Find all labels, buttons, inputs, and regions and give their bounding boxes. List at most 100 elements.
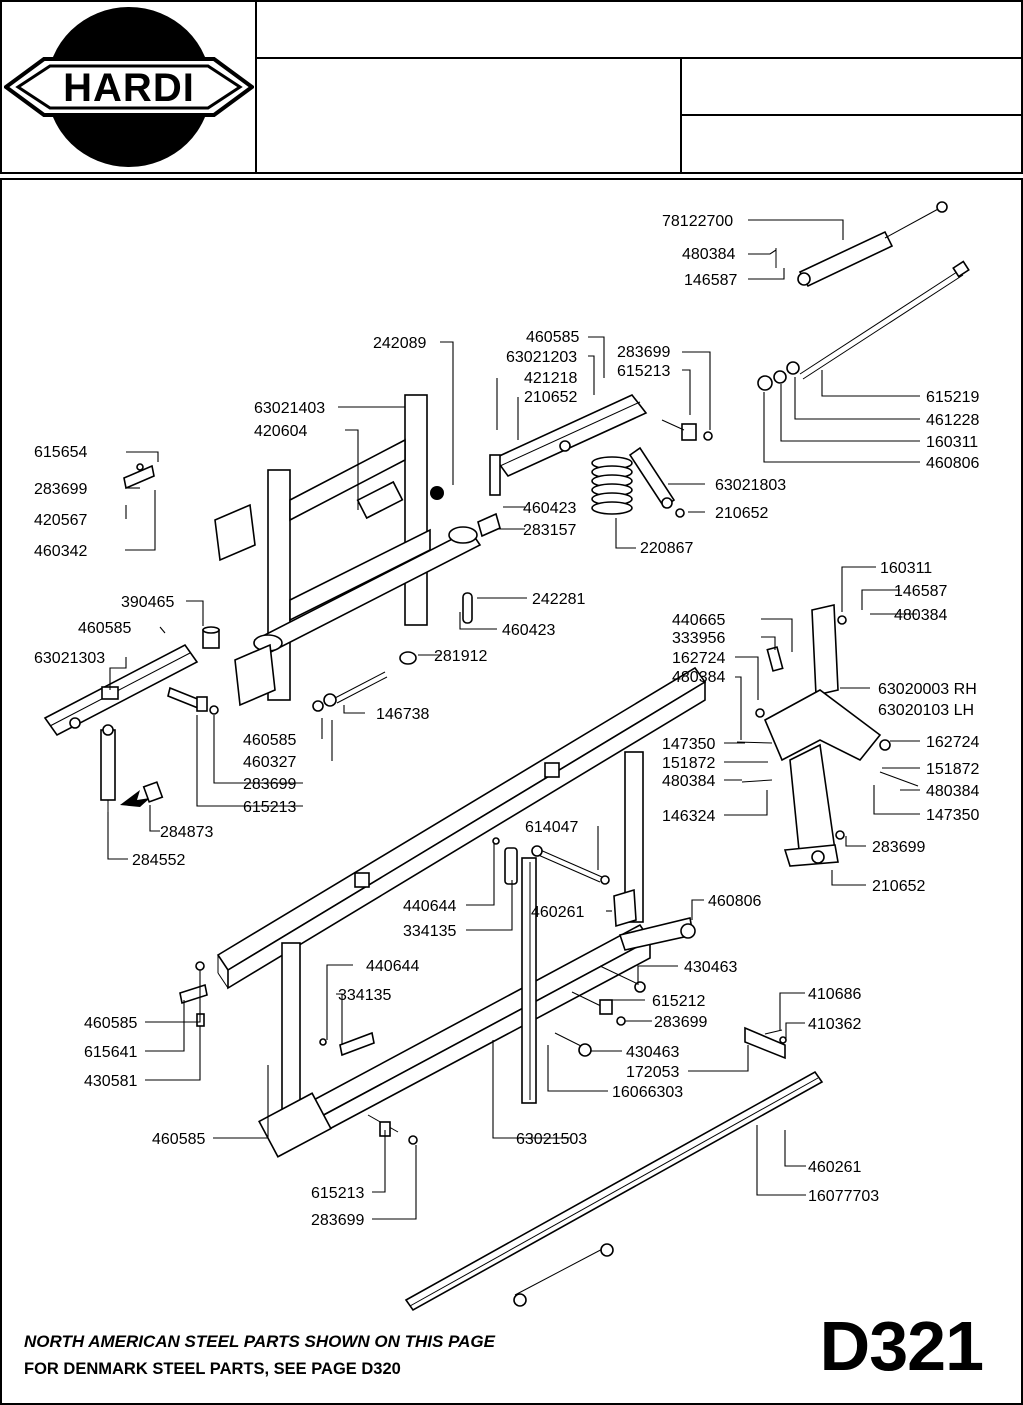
callout: 410686 (808, 986, 861, 1003)
pin-614047 (531, 845, 610, 885)
callout: 172053 (626, 1064, 679, 1081)
callout: 63021203 (506, 349, 577, 366)
callout: 430463 (684, 959, 737, 976)
callout: 146324 (662, 808, 715, 825)
leader-lines (107, 219, 920, 1220)
callout: 615641 (84, 1044, 137, 1061)
hardi-logo: HARDI (4, 7, 254, 167)
callout: 460342 (34, 543, 87, 560)
bushing-390465 (202, 626, 220, 649)
upright-16066303 (521, 857, 537, 1104)
callout: 615213 (617, 363, 670, 380)
callout: 162724 (672, 650, 725, 667)
callout: 615213 (243, 799, 296, 816)
damper-284552 (100, 724, 116, 812)
callout: 284552 (132, 852, 185, 869)
callout: 160311 (880, 560, 932, 577)
callout: 460327 (243, 754, 296, 771)
callout: 480384 (894, 607, 947, 624)
tower-63020003 (763, 604, 891, 867)
callout: 460585 (78, 620, 131, 637)
callout: 146587 (894, 583, 947, 600)
callout: 147350 (662, 736, 715, 753)
callout: 480384 (926, 783, 979, 800)
callout: 615219 (926, 389, 979, 406)
callout: 284873 (160, 824, 213, 841)
header-divider-1 (255, 0, 257, 174)
callout: 440644 (403, 898, 456, 915)
callout: 460585 (526, 329, 579, 346)
callout: 460585 (243, 732, 296, 749)
pad-242281 (462, 592, 473, 624)
callout: 283699 (872, 839, 925, 856)
callout: 63021403 (254, 400, 325, 417)
pin-615213-lower (367, 1114, 418, 1145)
callout: 333956 (672, 630, 725, 647)
callout: 220867 (640, 540, 693, 557)
callout: 242089 (373, 335, 426, 352)
callout: 460585 (84, 1015, 137, 1032)
footer-note-north-america: NORTH AMERICAN STEEL PARTS SHOWN ON THIS… (24, 1332, 495, 1351)
callout: 78122700 (662, 213, 733, 230)
header-divider-4 (680, 114, 1023, 116)
callout: 147350 (926, 807, 979, 824)
callout: 63020003 RH (878, 681, 977, 698)
callout: 615213 (311, 1185, 364, 1202)
callout: 430463 (626, 1044, 679, 1061)
callout: 283699 (243, 776, 296, 793)
small-parts-tower (736, 248, 919, 840)
callout: 460423 (523, 500, 576, 517)
callout: 390465 (121, 594, 174, 611)
callout: 410362 (808, 1016, 861, 1033)
bracket-440644-lower (319, 1031, 375, 1057)
header-divider-2 (255, 57, 1023, 59)
callout: 162724 (926, 734, 979, 751)
callout: 242281 (532, 591, 585, 608)
callout: 430581 (84, 1073, 137, 1090)
callout: 151872 (662, 755, 715, 772)
callout-labels: 78122700 480384 146587 242089 460585 630… (34, 213, 979, 1229)
pin-146738 (312, 651, 417, 712)
header-frame (0, 0, 1023, 174)
callout: 281912 (434, 648, 487, 665)
callout: 63020103 LH (878, 702, 974, 719)
callout: 420567 (34, 512, 87, 529)
callout: 615212 (652, 993, 705, 1010)
callout: 460261 (808, 1159, 861, 1176)
callout: 615654 (34, 444, 87, 461)
callout: 440644 (366, 958, 419, 975)
callout: 63021303 (34, 650, 105, 667)
callout: 283157 (523, 522, 576, 539)
callout: 210652 (524, 389, 577, 406)
callout: 16077703 (808, 1188, 879, 1205)
callout: 440665 (672, 612, 725, 629)
nut-460806 (680, 923, 696, 939)
main-frame-63021503 (216, 666, 707, 1158)
callout: 421218 (524, 370, 577, 387)
callout: 16066303 (612, 1084, 683, 1101)
callout: 480384 (682, 246, 735, 263)
rod-615219 (757, 260, 970, 391)
callout: 460585 (152, 1131, 205, 1148)
callout: 460806 (708, 893, 761, 910)
callout: 480384 (672, 669, 725, 686)
pin-615212 (571, 991, 626, 1026)
callout: 63021503 (516, 1131, 587, 1148)
logo-wordmark: HARDI (63, 66, 195, 110)
callout: 283699 (311, 1212, 364, 1229)
cylinder-78122700 (797, 201, 948, 288)
callout: 146587 (684, 272, 737, 289)
bracket-440644-upper (492, 837, 518, 885)
callout: 614047 (525, 819, 578, 836)
arrow-284873 (120, 781, 164, 807)
footer-note-denmark: FOR DENMARK STEEL PARTS, SEE PAGE D320 (24, 1360, 401, 1378)
callout: 334135 (403, 923, 456, 940)
bracket-172053 (744, 1026, 787, 1060)
pin-283699-top (661, 419, 713, 441)
callout: 210652 (715, 505, 768, 522)
callout: 151872 (926, 761, 979, 778)
callout: 283699 (617, 344, 670, 361)
callout: 460423 (502, 622, 555, 639)
callout: 420604 (254, 423, 307, 440)
